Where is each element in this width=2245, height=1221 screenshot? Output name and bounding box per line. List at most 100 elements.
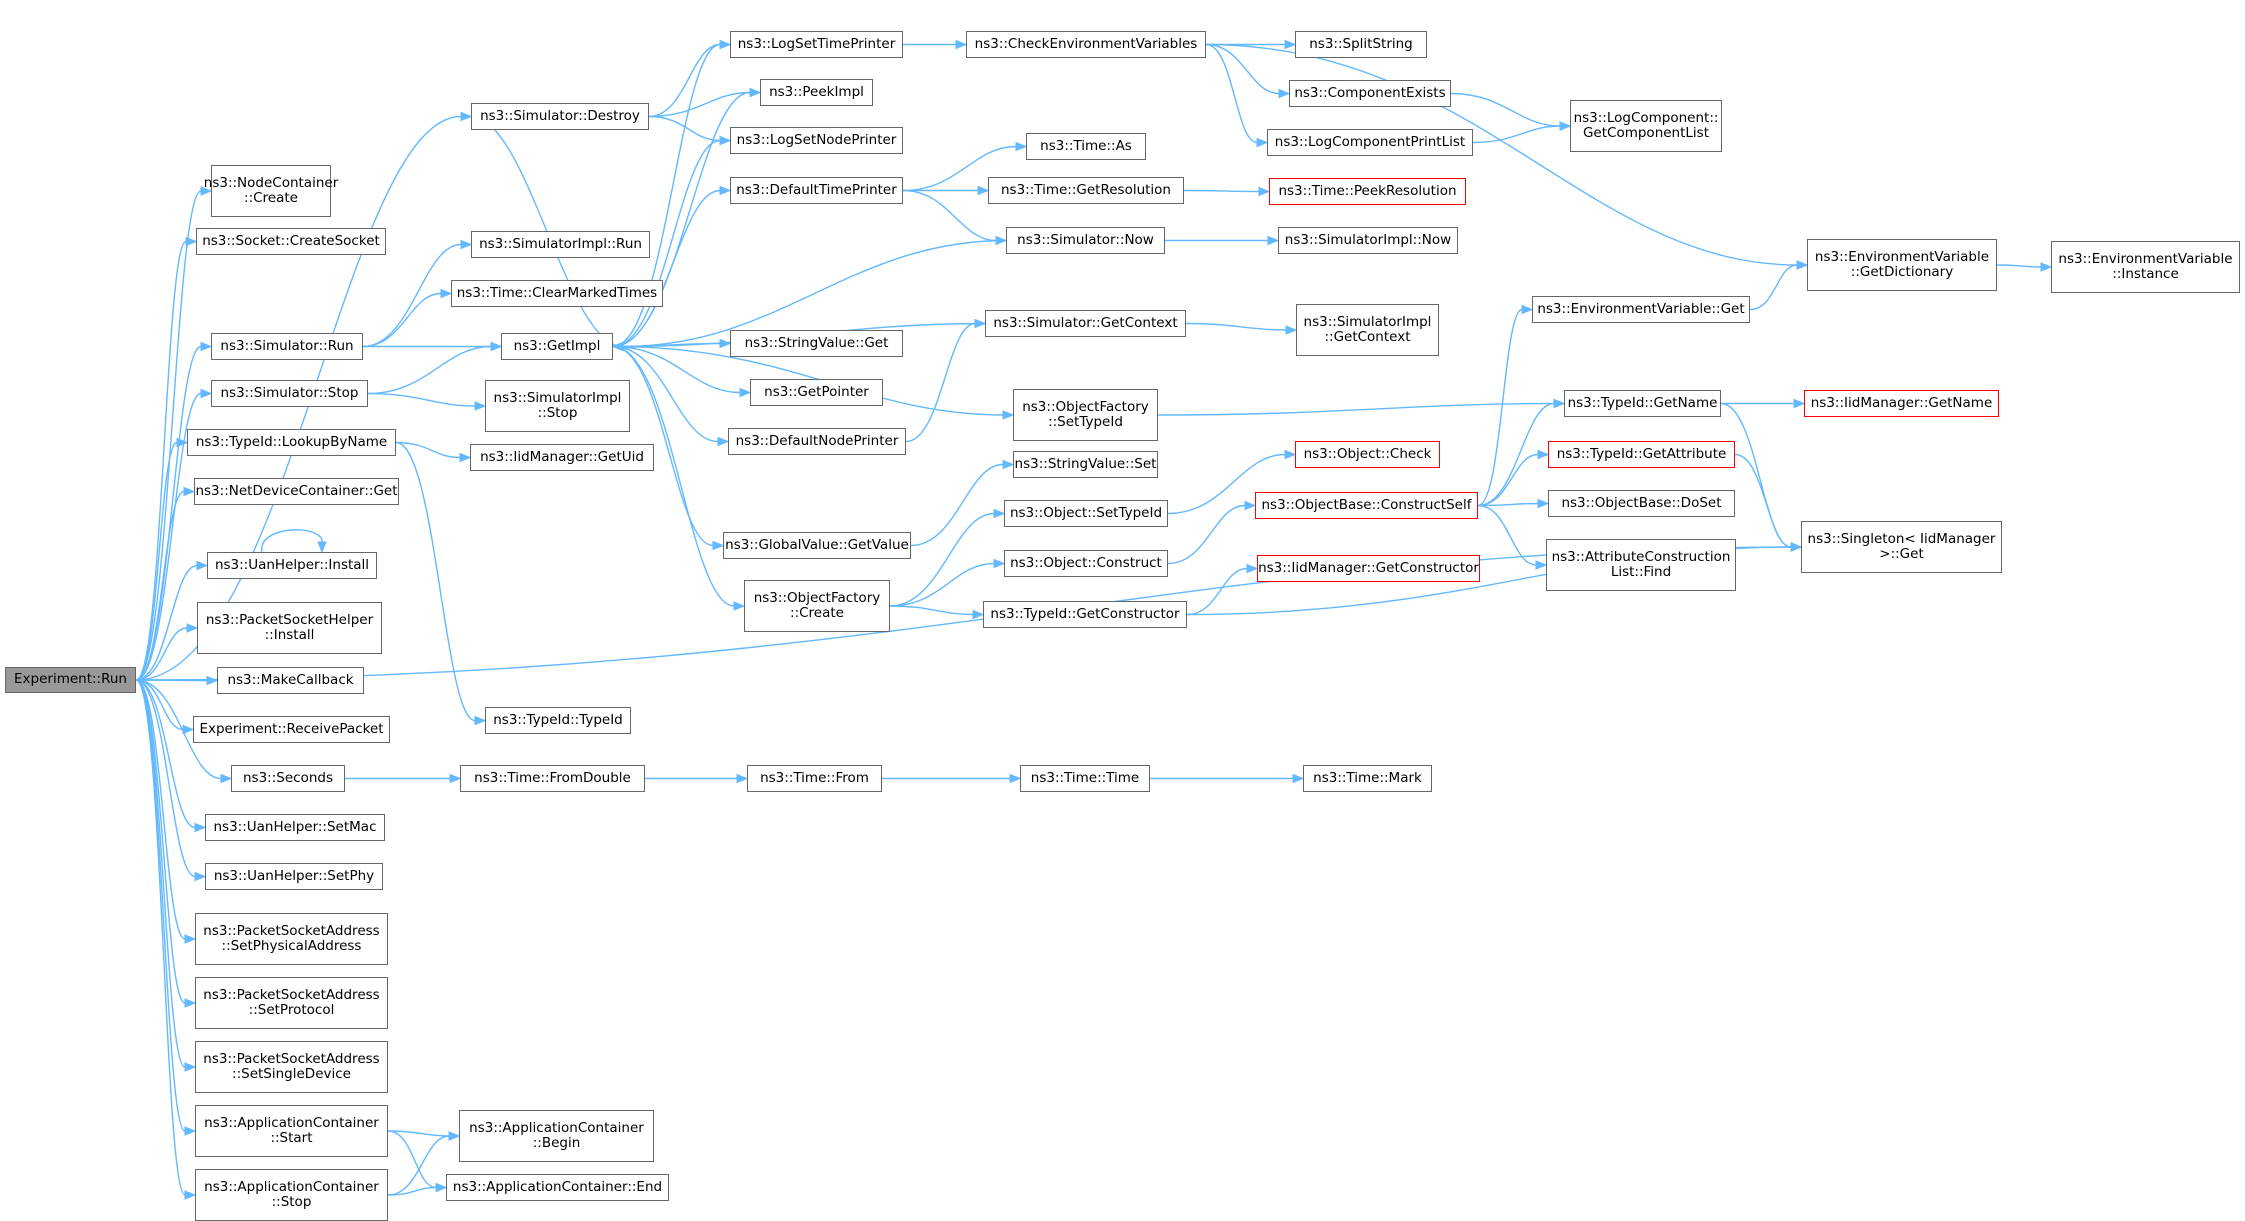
node-ns3-splitstring[interactable]: ns3::SplitString <box>1295 31 1427 58</box>
node-ns3-uanhelper-install[interactable]: ns3::UanHelper::Install <box>207 552 377 579</box>
node-ns3-environmentvariable-getdictionary[interactable]: ns3::EnvironmentVariable::GetDictionary <box>1807 239 1997 291</box>
node-ns3-environmentvariable-get[interactable]: ns3::EnvironmentVariable::Get <box>1532 296 1750 323</box>
node-label-line: ::Stop <box>537 405 578 421</box>
edge-ns3-objectbase-constructself-to-ns3-objectbase-doset <box>1477 498 1550 509</box>
node-ns3-socket-createsocket[interactable]: ns3::Socket::CreateSocket <box>196 228 386 255</box>
arrowhead <box>448 1131 461 1141</box>
node-ns3-stringvalue-set[interactable]: ns3::StringValue::Set <box>1013 451 1158 478</box>
node-label-line: ns3::ApplicationContainer::End <box>452 1178 663 1195</box>
node-label-line: ns3::ApplicationContainer <box>204 1178 379 1195</box>
node-ns3-simulator-stop[interactable]: ns3::Simulator::Stop <box>211 380 368 407</box>
node-ns3-typeid-getname[interactable]: ns3::TypeId::GetName <box>1564 390 1721 417</box>
node-experiment-receivepacket[interactable]: Experiment::ReceivePacket <box>193 716 390 743</box>
arrowhead <box>1521 304 1534 315</box>
node-ns3-time-clearmarkedtimes[interactable]: ns3::Time::ClearMarkedTimes <box>451 280 663 307</box>
node-ns3-componentexists[interactable]: ns3::ComponentExists <box>1289 80 1451 107</box>
arrowhead <box>749 87 762 98</box>
node-ns3-iidmanager-getuid[interactable]: ns3::IidManager::GetUid <box>470 444 654 471</box>
node-label-line: ns3::StringValue::Set <box>1014 455 1157 472</box>
node-ns3-time-time[interactable]: ns3::Time::Time <box>1020 765 1150 792</box>
node-ns3-simulator-destroy[interactable]: ns3::Simulator::Destroy <box>471 103 649 130</box>
node-ns3-getimpl[interactable]: ns3::GetImpl <box>501 333 613 360</box>
node-ns3-typeid-getattribute[interactable]: ns3::TypeId::GetAttribute <box>1548 441 1735 468</box>
node-label-line: ns3::Singleton< IidManager <box>1807 530 1996 547</box>
node-ns3-packetsockethelper-install[interactable]: ns3::PacketSocketHelper::Install <box>197 602 382 654</box>
node-label-line: ns3::IidManager::GetConstructor <box>1258 559 1479 576</box>
node-ns3-applicationcontainer-start[interactable]: ns3::ApplicationContainer::Start <box>195 1105 388 1157</box>
node-ns3-time-peekresolution[interactable]: ns3::Time::PeekResolution <box>1269 178 1466 205</box>
node-label-line: ns3::SimulatorImpl::Run <box>479 235 642 252</box>
node-ns3-nodecontainer-create[interactable]: ns3::NodeContainer::Create <box>204 165 338 217</box>
node-ns3-objectbase-doset[interactable]: ns3::ObjectBase::DoSet <box>1548 490 1735 517</box>
edge-ns3-seconds-to-ns3-time-fromdouble <box>344 773 462 784</box>
edge-ns3-objectfactory-create-to-ns3-object-settypeid <box>889 508 1006 607</box>
edge-experiment-run-to-ns3-seconds <box>135 679 233 784</box>
node-label-line: ns3::Time::Time <box>1030 769 1140 786</box>
node-ns3-time-as[interactable]: ns3::Time::As <box>1026 133 1146 160</box>
arrowhead <box>2040 262 2053 272</box>
node-ns3-stringvalue-get[interactable]: ns3::StringValue::Get <box>730 330 903 357</box>
arrowhead <box>1009 773 1022 784</box>
node-label-line: ns3::LogComponent:: <box>1573 109 1719 126</box>
node-ns3-object-construct[interactable]: ns3::Object::Construct <box>1004 550 1168 577</box>
edge-ns3-objectbase-constructself-to-ns3-attributeconstructionlist-find <box>1477 504 1548 570</box>
node-ns3-objectfactory-settypeid[interactable]: ns3::ObjectFactory::SetTypeId <box>1013 389 1158 441</box>
node-ns3-iidmanager-getconstructor[interactable]: ns3::IidManager::GetConstructor <box>1257 555 1480 582</box>
node-ns3-simulator-now[interactable]: ns3::Simulator::Now <box>1006 227 1165 254</box>
node-ns3-defaulttimeprinter[interactable]: ns3::DefaultTimePrinter <box>730 177 903 204</box>
node-ns3-typeid-getconstructor[interactable]: ns3::TypeId::GetConstructor <box>983 601 1187 628</box>
node-ns3-iidmanager-getname[interactable]: ns3::IidManager::GetName <box>1804 390 1999 417</box>
node-ns3-peekimpl[interactable]: ns3::PeekImpl <box>760 79 873 106</box>
node-ns3-logcomponent-getcomponentlist[interactable]: ns3::LogComponent::GetComponentList <box>1570 100 1722 152</box>
node-ns3-time-mark[interactable]: ns3::Time::Mark <box>1303 765 1432 792</box>
node-ns3-defaultnodeprinter[interactable]: ns3::DefaultNodePrinter <box>728 428 906 455</box>
node-ns3-time-from[interactable]: ns3::Time::From <box>747 765 882 792</box>
node-ns3-simulator-run[interactable]: ns3::Simulator::Run <box>211 333 363 360</box>
node-ns3-logsetnodeprinter[interactable]: ns3::LogSetNodePrinter <box>730 127 903 154</box>
node-label-line: ns3::Time::FromDouble <box>474 769 631 786</box>
node-ns3-checkenvironmentvariables[interactable]: ns3::CheckEnvironmentVariables <box>966 31 1206 58</box>
arrowhead <box>460 239 473 250</box>
node-ns3-simulatorimpl-getcontext[interactable]: ns3::SimulatorImpl::GetContext <box>1296 304 1439 356</box>
node-ns3-logcomponentprintlist[interactable]: ns3::LogComponentPrintList <box>1267 129 1473 156</box>
node-ns3-applicationcontainer-stop[interactable]: ns3::ApplicationContainer::Stop <box>195 1169 388 1221</box>
node-ns3-environmentvariable-instance[interactable]: ns3::EnvironmentVariable::Instance <box>2051 241 2240 293</box>
node-label-line: ns3::ApplicationContainer <box>204 1114 379 1131</box>
arrowhead <box>1278 88 1291 99</box>
arrowhead <box>1015 141 1028 152</box>
node-ns3-netdevicecontainer-get[interactable]: ns3::NetDeviceContainer::Get <box>194 478 399 505</box>
arrowhead <box>993 558 1006 569</box>
node-ns3-typeid-typeid[interactable]: ns3::TypeId::TypeId <box>485 707 631 734</box>
node-ns3-simulatorimpl-stop[interactable]: ns3::SimulatorImpl::Stop <box>485 380 630 432</box>
node-ns3-applicationcontainer-end[interactable]: ns3::ApplicationContainer::End <box>446 1174 669 1201</box>
node-label-line: ns3::Time::As <box>1040 137 1132 154</box>
node-ns3-simulatorimpl-now[interactable]: ns3::SimulatorImpl::Now <box>1278 227 1458 254</box>
edge-experiment-run-to-ns3-netdevicecontainer-get <box>135 486 196 681</box>
node-label-line: ns3::Simulator::Now <box>1017 231 1154 248</box>
node-ns3-object-settypeid[interactable]: ns3::Object::SetTypeId <box>1004 500 1168 527</box>
node-ns3-singleton-iidmanager-get[interactable]: ns3::Singleton< IidManager >::Get <box>1801 521 2002 573</box>
node-ns3-logsettimeprinter[interactable]: ns3::LogSetTimePrinter <box>730 31 903 58</box>
node-ns3-uanhelper-setmac[interactable]: ns3::UanHelper::SetMac <box>205 814 385 841</box>
node-ns3-seconds[interactable]: ns3::Seconds <box>231 765 345 792</box>
node-ns3-getpointer[interactable]: ns3::GetPointer <box>750 379 883 406</box>
node-label-line: ns3::ObjectBase::DoSet <box>1561 494 1722 511</box>
node-ns3-typeid-lookupbyname[interactable]: ns3::TypeId::LookupByName <box>187 429 396 456</box>
node-ns3-time-fromdouble[interactable]: ns3::Time::FromDouble <box>460 765 645 792</box>
node-ns3-applicationcontainer-begin[interactable]: ns3::ApplicationContainer::Begin <box>459 1110 654 1162</box>
node-ns3-objectfactory-create[interactable]: ns3::ObjectFactory::Create <box>744 580 890 632</box>
node-ns3-time-getresolution[interactable]: ns3::Time::GetResolution <box>988 177 1184 204</box>
node-ns3-packetsocketaddress-setsingledevice[interactable]: ns3::PacketSocketAddress::SetSingleDevic… <box>195 1041 388 1093</box>
node-ns3-makecallback[interactable]: ns3::MakeCallback <box>217 667 364 694</box>
edge-ns3-time-getresolution-to-ns3-time-peekresolution <box>1183 186 1271 197</box>
node-ns3-globalvalue-getvalue[interactable]: ns3::GlobalValue::GetValue <box>723 532 911 559</box>
node-ns3-packetsocketaddress-setprotocol[interactable]: ns3::PacketSocketAddress::SetProtocol <box>195 977 388 1029</box>
node-label-line: ns3::PeekImpl <box>769 83 864 100</box>
node-ns3-objectbase-constructself[interactable]: ns3::ObjectBase::ConstructSelf <box>1255 492 1478 519</box>
node-ns3-uanhelper-setphy[interactable]: ns3::UanHelper::SetPhy <box>205 863 383 890</box>
node-ns3-packetsocketaddress-setphysicaladdress[interactable]: ns3::PacketSocketAddress::SetPhysicalAdd… <box>195 913 388 965</box>
node-ns3-object-check[interactable]: ns3::Object::Check <box>1295 441 1440 468</box>
node-ns3-simulator-getcontext[interactable]: ns3::Simulator::GetContext <box>985 310 1186 337</box>
node-ns3-simulatorimpl-run[interactable]: ns3::SimulatorImpl::Run <box>471 231 650 258</box>
